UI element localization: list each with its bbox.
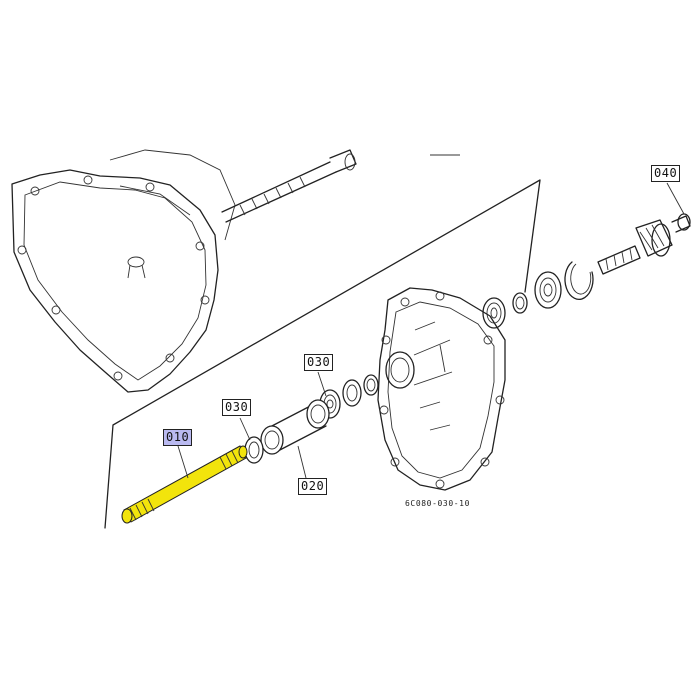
callout-030-lower[interactable]: 030	[222, 399, 252, 416]
gear-shaft	[597, 213, 691, 275]
bearing-mid-1	[363, 374, 379, 396]
collar-020	[260, 399, 330, 455]
inset-frame	[104, 154, 541, 529]
shaft-010	[121, 445, 248, 524]
callout-020[interactable]: 020	[298, 478, 328, 495]
callout-010[interactable]: 010	[163, 429, 193, 446]
bearing-mid-2	[342, 379, 362, 407]
transmission-housing	[11, 149, 236, 393]
shaft-010-end-left	[121, 508, 133, 524]
leader-lines	[177, 182, 685, 479]
callout-040[interactable]: 040	[651, 165, 681, 182]
drawing-code: 6C080-030-10	[405, 499, 470, 508]
bearing-large	[534, 271, 562, 309]
bearing-030-lower	[244, 436, 264, 464]
shaft-010-end-right	[238, 445, 248, 459]
callout-030-upper[interactable]: 030	[304, 354, 334, 371]
upper-shaft	[221, 149, 357, 223]
case-cover	[377, 287, 506, 491]
snap-ring	[564, 261, 594, 300]
ring-small	[512, 292, 528, 314]
